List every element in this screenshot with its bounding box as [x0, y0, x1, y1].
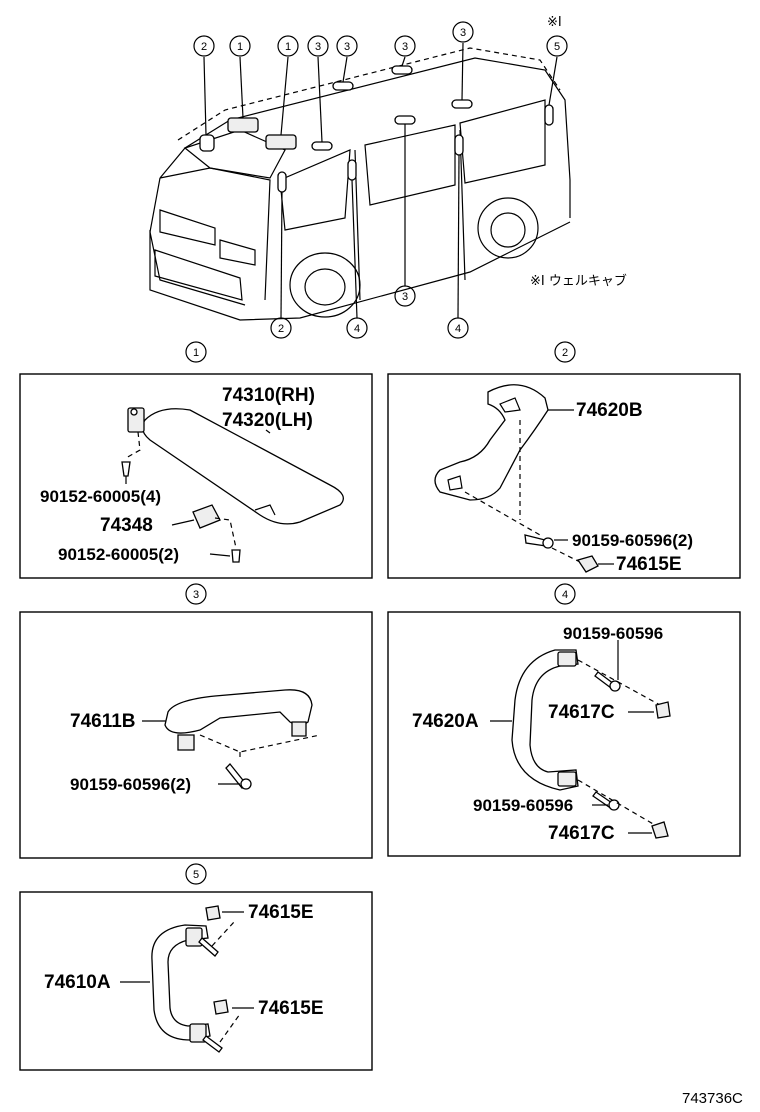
callout-5-a: 5 [546, 35, 568, 57]
part-90159-60596-2-b: 90159-60596(2) [70, 775, 191, 794]
part-74320-lh: 74320(LH) [222, 410, 313, 431]
section-1: 1 74310(RH) 74320(LH) 90152-60005(4) 743… [19, 341, 373, 579]
section-4-frame [387, 611, 741, 857]
section-1-frame [19, 373, 373, 579]
part-74615e-a: 74615E [616, 554, 682, 575]
svg-text:3: 3 [460, 27, 466, 39]
callout-3-d: 3 [452, 21, 474, 43]
part-74611b: 74611B [70, 711, 136, 732]
callout-1-b: 1 [277, 35, 299, 57]
section-5-frame [19, 891, 373, 1071]
section-1-number: 1 [193, 347, 199, 359]
section-3-number: 3 [193, 589, 199, 601]
section-5-number: 5 [193, 869, 199, 881]
section-4-number: 4 [562, 589, 568, 601]
part-90159-60596-c: 90159-60596 [563, 624, 663, 643]
section-5: 5 74615E 74610A 74615E [19, 863, 373, 1071]
overview-leaders [203, 42, 558, 319]
van-illustration [149, 47, 571, 321]
assist-grip-74620a-drawing [511, 640, 671, 839]
svg-text:3: 3 [315, 41, 321, 53]
note-mark: ※I [547, 15, 562, 30]
callout-3-a: 3 [307, 35, 329, 57]
svg-text:2: 2 [201, 41, 207, 53]
section-2-number: 2 [562, 347, 568, 359]
part-74617c-a: 74617C [548, 702, 615, 723]
callout-3-e: 3 [394, 285, 416, 307]
part-74620b: 74620B [576, 400, 643, 421]
callout-1-a: 1 [229, 35, 251, 57]
part-74615e-c: 74615E [258, 998, 324, 1019]
callout-3-c: 3 [394, 35, 416, 57]
assist-grip-74611b-drawing [164, 689, 321, 790]
callout-2-a: 2 [193, 35, 215, 57]
part-74610a: 74610A [44, 972, 111, 993]
section-2-frame [387, 373, 741, 579]
callout-3-b: 3 [336, 35, 358, 57]
assist-grip-74610a-drawing [151, 905, 241, 1053]
part-74310-rh: 74310(RH) [222, 385, 315, 406]
wellcab-note: ※I ウェルキャブ [530, 273, 627, 289]
svg-text:4: 4 [455, 323, 461, 335]
part-90159-60596-d: 90159-60596 [473, 796, 573, 815]
part-90152-60005-2: 90152-60005(2) [58, 545, 179, 564]
sun-visor-drawing [121, 407, 344, 563]
callout-4-a: 4 [346, 317, 368, 339]
svg-text:4: 4 [354, 323, 360, 335]
section-3-frame [19, 611, 373, 859]
svg-text:5: 5 [554, 41, 560, 53]
overview-callouts: 2 1 1 3 3 3 3 5 2 4 3 4 [193, 21, 568, 339]
part-74348: 74348 [100, 515, 153, 536]
section-4: 4 90159-60596 74620A 74617C 90159-60596 … [387, 583, 741, 857]
assist-grip-74620b-drawing [434, 384, 599, 573]
svg-text:3: 3 [402, 291, 408, 303]
svg-text:3: 3 [344, 41, 350, 53]
part-74615e-b: 74615E [248, 902, 314, 923]
section-2: 2 74620B 90159-60596(2) 74615E [387, 341, 741, 579]
part-74620a: 74620A [412, 711, 479, 732]
figure-code: 743736C [682, 1090, 743, 1107]
svg-text:1: 1 [237, 41, 243, 53]
callout-2-b: 2 [270, 317, 292, 339]
svg-text:2: 2 [278, 323, 284, 335]
part-90159-60596-2-a: 90159-60596(2) [572, 531, 693, 550]
svg-text:1: 1 [285, 41, 291, 53]
svg-text:3: 3 [402, 41, 408, 53]
part-90152-60005-4: 90152-60005(4) [40, 487, 161, 506]
callout-4-b: 4 [447, 317, 469, 339]
part-74617c-b: 74617C [548, 823, 615, 844]
section-3: 3 74611B 90159-60596(2) [19, 583, 373, 859]
